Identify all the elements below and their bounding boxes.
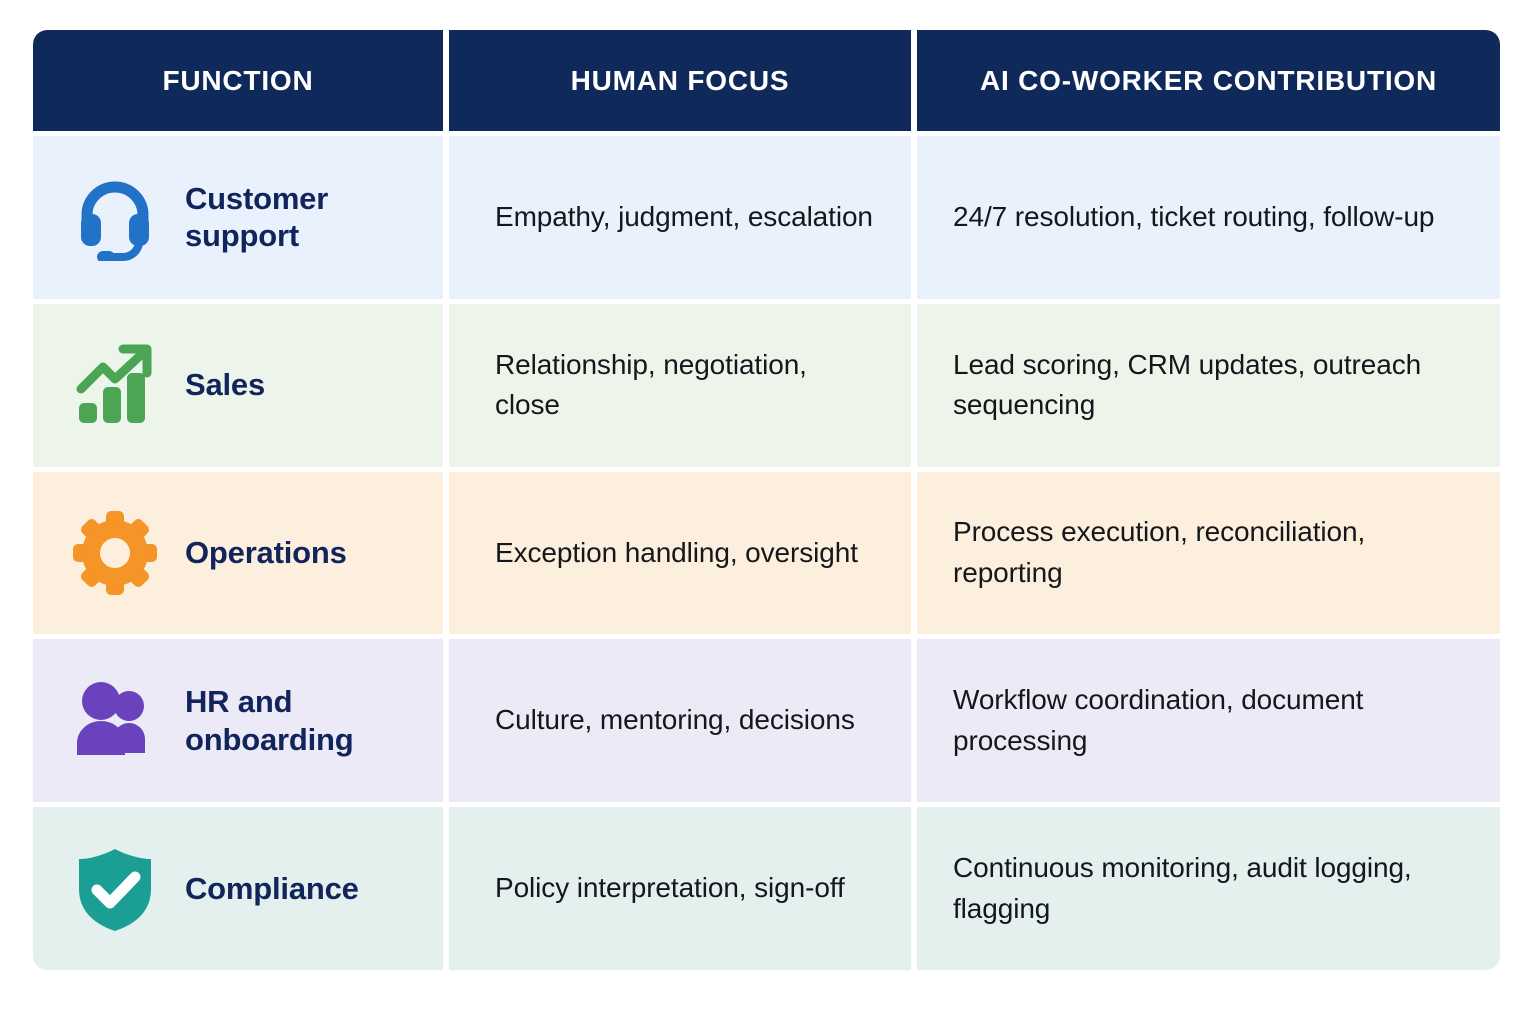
function-label: Operations bbox=[185, 535, 347, 571]
function-label: Compliance bbox=[185, 870, 359, 906]
human-focus-text: Empathy, judgment, escalation bbox=[495, 201, 873, 233]
column-header-function: FUNCTION bbox=[33, 30, 443, 131]
row-function-cell: Sales bbox=[33, 303, 443, 467]
row-function-cell: HR and onboarding bbox=[33, 639, 443, 803]
row-human-focus-cell: Empathy, judgment, escalation bbox=[449, 136, 911, 299]
table-row: Compliance Policy interpretation, sign-o… bbox=[33, 807, 1500, 970]
row-human-focus-cell: Exception handling, oversight bbox=[449, 471, 911, 635]
ai-contribution-text: 24/7 resolution, ticket routing, follow-… bbox=[953, 201, 1435, 233]
row-ai-contribution-cell: 24/7 resolution, ticket routing, follow-… bbox=[917, 136, 1500, 299]
row-human-focus-cell: Culture, mentoring, decisions bbox=[449, 639, 911, 803]
column-header-human-focus: HUMAN FOCUS bbox=[449, 30, 911, 131]
table-row: Customer support Empathy, judgment, esca… bbox=[33, 136, 1500, 299]
row-function-cell: Compliance bbox=[33, 807, 443, 970]
comparison-table: FUNCTION HUMAN FOCUS AI CO-WORKER CONTRI… bbox=[33, 30, 1500, 970]
table-row: Sales Relationship, negotiation, close L… bbox=[33, 303, 1500, 467]
row-human-focus-cell: Relationship, negotiation, close bbox=[449, 303, 911, 467]
row-human-focus-cell: Policy interpretation, sign-off bbox=[449, 807, 911, 970]
column-header-ai-contribution: AI CO-WORKER CONTRIBUTION bbox=[917, 30, 1500, 131]
table-header-row: FUNCTION HUMAN FOCUS AI CO-WORKER CONTRI… bbox=[33, 30, 1500, 131]
column-header-human-focus-label: HUMAN FOCUS bbox=[570, 64, 790, 96]
column-header-function-label: FUNCTION bbox=[162, 64, 314, 96]
growth-chart-icon bbox=[69, 339, 161, 431]
gear-icon bbox=[69, 507, 161, 599]
human-focus-text: Policy interpretation, sign-off bbox=[495, 872, 845, 904]
row-ai-contribution-cell: Process execution, reconciliation, repor… bbox=[917, 471, 1500, 635]
function-label: Sales bbox=[185, 367, 266, 403]
ai-contribution-text: Continuous monitoring, audit logging, fl… bbox=[953, 851, 1412, 924]
row-ai-contribution-cell: Lead scoring, CRM updates, outreach sequ… bbox=[917, 303, 1500, 467]
row-function-cell: Operations bbox=[33, 471, 443, 635]
row-ai-contribution-cell: Continuous monitoring, audit logging, fl… bbox=[917, 807, 1500, 970]
ai-contribution-text: Process execution, reconciliation, repor… bbox=[953, 516, 1366, 588]
ai-contribution-text: Lead scoring, CRM updates, outreach sequ… bbox=[953, 348, 1422, 421]
row-function-cell: Customer support bbox=[33, 136, 443, 299]
headset-icon bbox=[69, 171, 161, 263]
human-focus-text: Culture, mentoring, decisions bbox=[495, 704, 855, 736]
table-row: Operations Exception handling, oversight… bbox=[33, 471, 1500, 635]
table-grid: FUNCTION HUMAN FOCUS AI CO-WORKER CONTRI… bbox=[33, 30, 1500, 970]
shield-check-icon bbox=[69, 843, 161, 935]
table-row: HR and onboarding Culture, mentoring, de… bbox=[33, 639, 1500, 803]
people-icon bbox=[69, 675, 161, 767]
ai-contribution-text: Workflow coordination, document processi… bbox=[953, 684, 1364, 756]
row-ai-contribution-cell: Workflow coordination, document processi… bbox=[917, 639, 1500, 803]
function-label: Customer support bbox=[185, 180, 329, 254]
function-label: HR and onboarding bbox=[185, 683, 354, 757]
human-focus-text: Relationship, negotiation, close bbox=[495, 348, 807, 421]
human-focus-text: Exception handling, oversight bbox=[495, 536, 858, 568]
column-header-ai-contribution-label: AI CO-WORKER CONTRIBUTION bbox=[979, 64, 1438, 96]
